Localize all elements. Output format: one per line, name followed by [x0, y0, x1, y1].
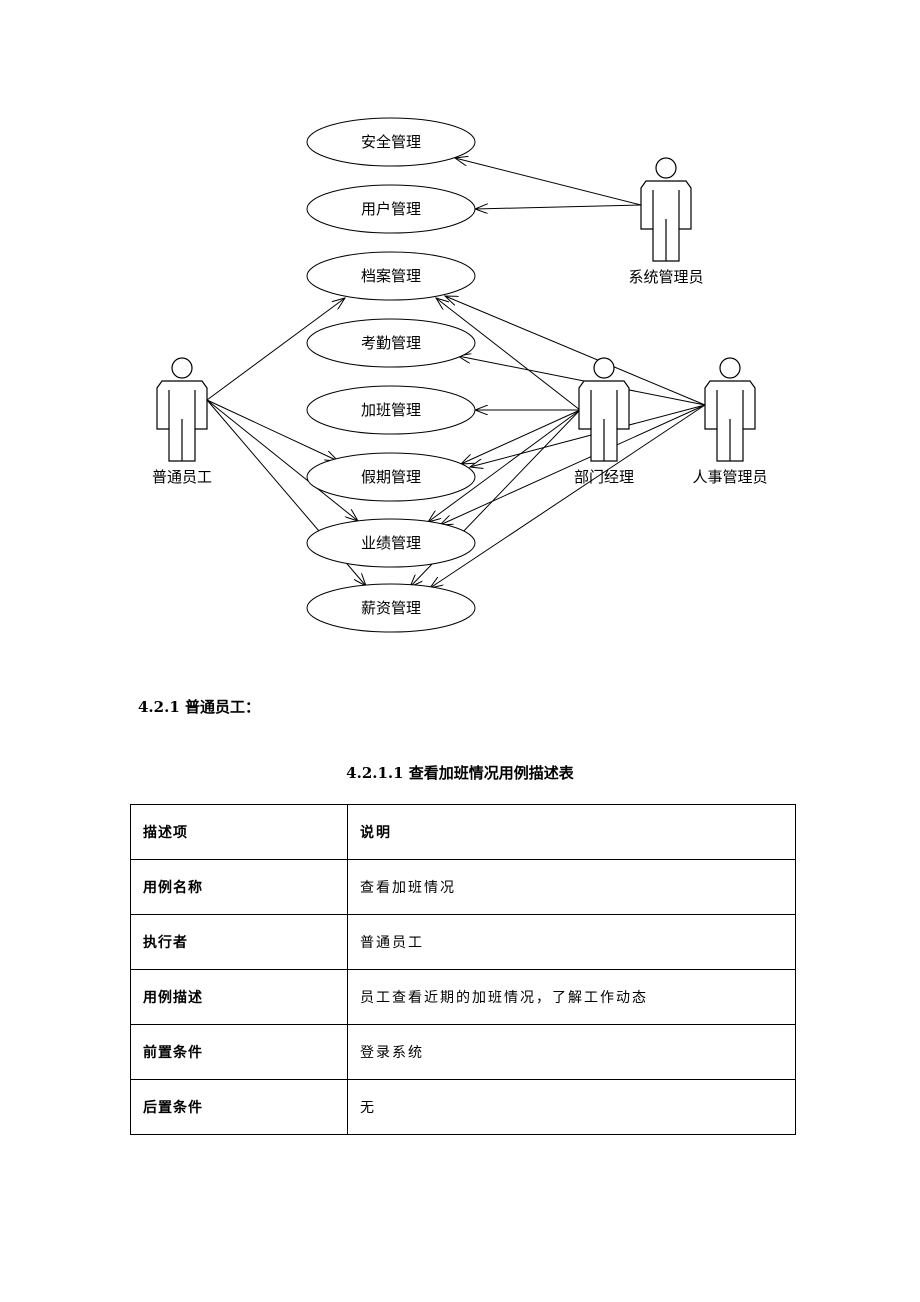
use-case-ellipse: [306, 318, 476, 368]
use-case-ellipse: [306, 251, 476, 301]
association-lines: [206, 158, 706, 588]
use-case-label: 档案管理: [361, 267, 421, 285]
use-case-label: 薪资管理: [361, 599, 421, 617]
association-hr-leave: [470, 404, 706, 467]
table-value-cell: 员工查看近期的加班情况，了解工作动态: [347, 969, 796, 1025]
table-key-cell: 执行者: [130, 914, 348, 970]
actor-label: 人事管理员: [692, 468, 767, 486]
use-case-label: 安全管理: [361, 133, 421, 151]
use-case-ellipse: [306, 117, 476, 167]
actor-employee: 普通员工: [152, 357, 212, 486]
use-case-ellipse: [306, 518, 476, 568]
table-row: 用例描述 员工查看近期的加班情况，了解工作动态: [130, 969, 796, 1025]
actor-label: 系统管理员: [628, 268, 703, 286]
association-hr-performance: [440, 404, 706, 525]
use-case-label: 业绩管理: [361, 534, 421, 552]
use-case-description-table: 描述项 说明 用例名称 查看加班情况 执行者 普通员工 用例描述 员工查看近期的…: [130, 804, 796, 1135]
table-caption: 4.2.1.1 查看加班情况用例描述表: [346, 764, 574, 782]
association-employee-archive: [206, 298, 345, 401]
table-row: 后置条件 无: [130, 1079, 796, 1135]
table-value-cell: 无: [347, 1079, 796, 1135]
association-manager-performance: [428, 409, 581, 522]
use-case-ellipse: [306, 583, 476, 633]
association-manager-archive: [436, 298, 581, 411]
table-row: 描述项 说明: [130, 804, 796, 860]
actor-label: 部门经理: [574, 468, 634, 486]
association-sysadmin-security: [455, 158, 642, 206]
use-case-user: 用户管理: [306, 184, 476, 234]
use-case-ellipse: [306, 452, 476, 502]
use-case-archive: 档案管理: [306, 251, 476, 301]
table-key-cell: 描述项: [130, 804, 348, 860]
association-employee-performance: [206, 399, 358, 521]
use-case-label: 用户管理: [361, 200, 421, 218]
use-case-performance: 业绩管理: [306, 518, 476, 568]
table-row: 执行者 普通员工: [130, 914, 796, 970]
actor-head-icon: [593, 357, 615, 379]
use-case-attendance: 考勤管理: [306, 318, 476, 368]
actor-head-icon: [719, 357, 741, 379]
use-case-security: 安全管理: [306, 117, 476, 167]
use-case-label: 假期管理: [361, 468, 421, 486]
use-case-leave: 假期管理: [306, 452, 476, 502]
use-case-ellipse: [306, 385, 476, 435]
table-value-cell: 登录系统: [347, 1024, 796, 1080]
actor-label: 普通员工: [152, 468, 212, 486]
use-case-label: 加班管理: [361, 401, 421, 419]
actor-manager: 部门经理: [574, 357, 634, 486]
table-row: 前置条件 登录系统: [130, 1024, 796, 1080]
association-manager-leave: [461, 409, 581, 464]
table-key-cell: 后置条件: [130, 1079, 348, 1135]
use-case-ellipse: [306, 184, 476, 234]
actor-head-icon: [171, 357, 193, 379]
table-row: 用例名称 查看加班情况: [130, 859, 796, 915]
table-key-cell: 前置条件: [130, 1024, 348, 1080]
association-hr-archive: [445, 296, 706, 406]
use-case-salary: 薪资管理: [306, 583, 476, 633]
actor-sysadmin: 系统管理员: [628, 157, 704, 286]
association-hr-attendance: [458, 356, 706, 406]
table-key-cell: 用例名称: [130, 859, 348, 915]
section-heading: 4.2.1 普通员工：: [138, 698, 260, 716]
use-case-label: 考勤管理: [361, 334, 421, 352]
association-hr-salary: [430, 404, 706, 588]
association-employee-leave: [206, 399, 338, 461]
use-case-overtime: 加班管理: [306, 385, 476, 435]
table-value-cell: 查看加班情况: [347, 859, 796, 915]
table-key-cell: 用例描述: [130, 969, 348, 1025]
association-sysadmin-user: [475, 205, 642, 209]
actor-head-icon: [655, 157, 677, 179]
table-value-cell: 普通员工: [347, 914, 796, 970]
actor-hr: 人事管理员: [692, 357, 768, 486]
table-value-cell: 说明: [347, 804, 796, 860]
